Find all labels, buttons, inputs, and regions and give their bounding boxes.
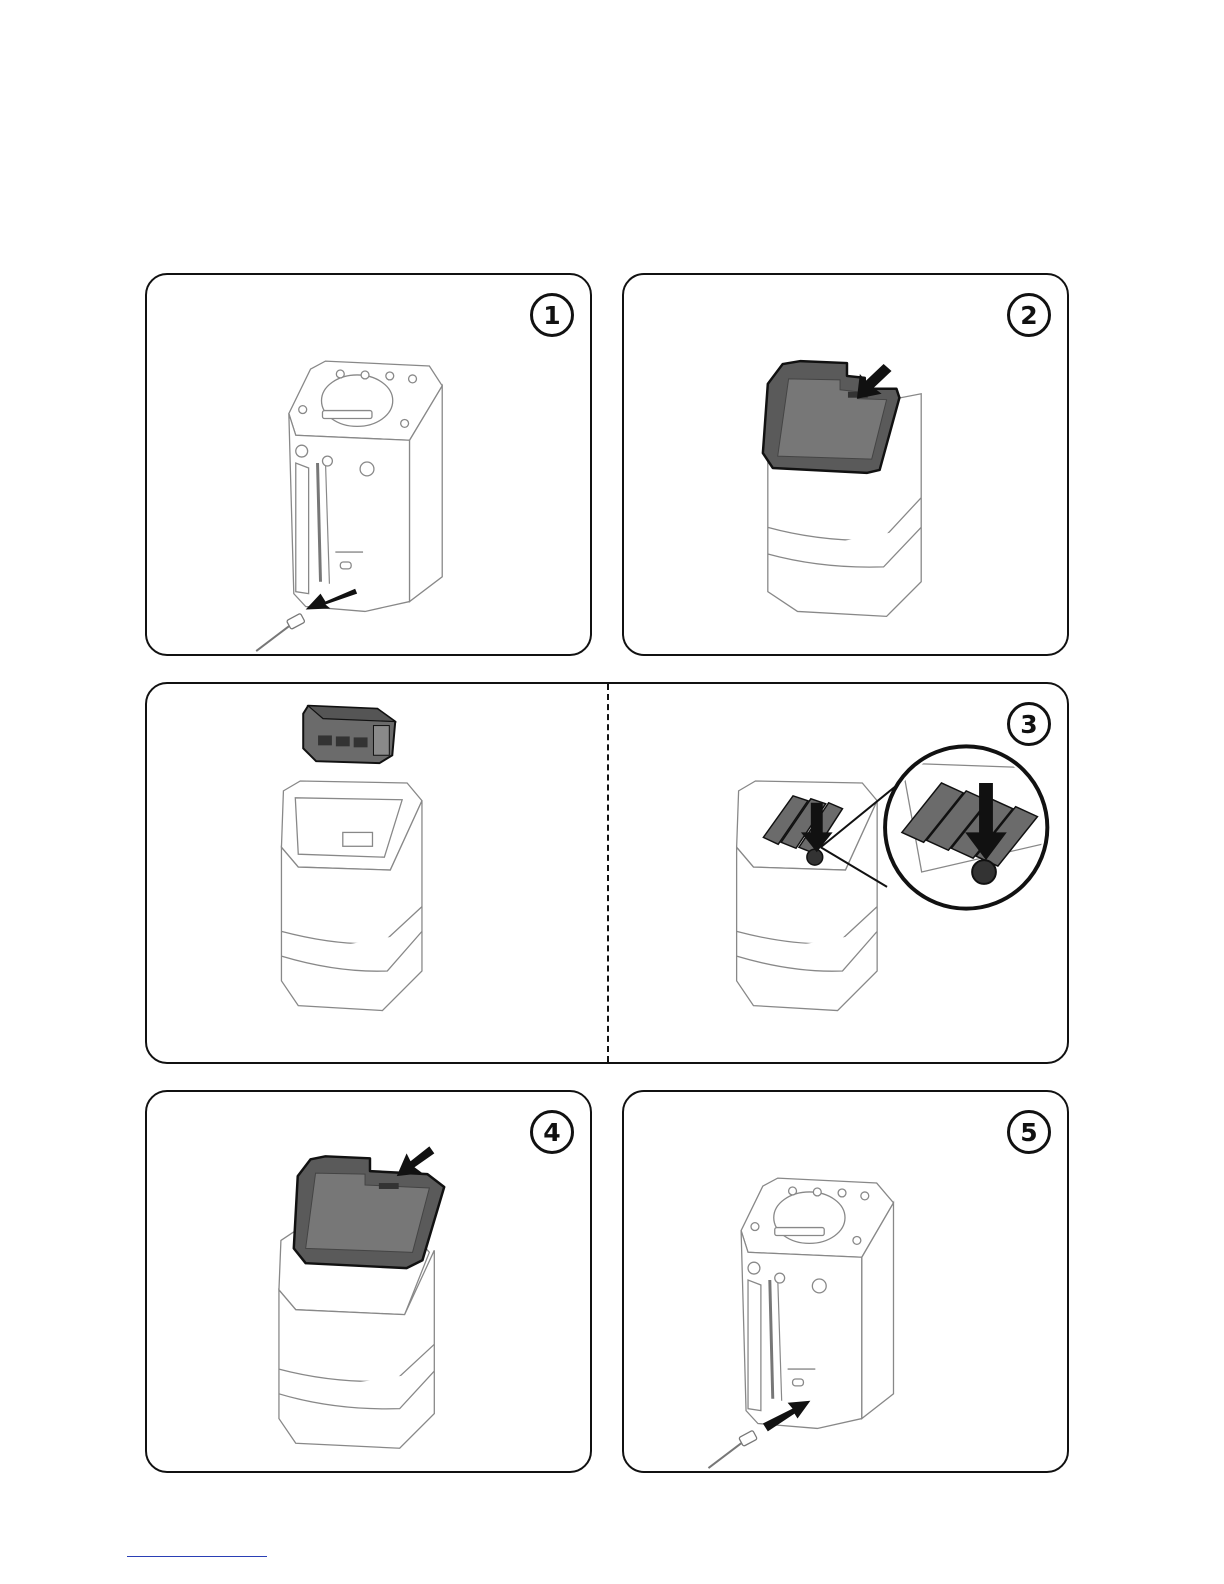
step-5-panel: 5 xyxy=(622,1090,1069,1473)
step-4-illustration xyxy=(147,1092,590,1471)
step-2-badge: 2 xyxy=(1007,293,1051,337)
footer-rule xyxy=(127,1556,267,1557)
radio-device-icon xyxy=(289,361,442,611)
step-3-panel: 3 xyxy=(145,682,1069,1064)
step-2-panel: 2 xyxy=(622,273,1069,656)
step-3-badge: 3 xyxy=(1007,702,1051,746)
step-3-illustration xyxy=(147,684,1067,1062)
step-1-illustration xyxy=(147,275,590,654)
step-2-illustration xyxy=(624,275,1067,654)
step-4-panel: 4 xyxy=(145,1090,592,1473)
step-1-panel: 1 xyxy=(145,273,592,656)
step-5-badge: 5 xyxy=(1007,1110,1051,1154)
radio-device-icon xyxy=(741,1178,893,1428)
battery-pack-icon xyxy=(303,706,395,763)
device-open-icon xyxy=(281,781,422,1011)
usb-cable-icon xyxy=(256,613,305,651)
step-5-illustration xyxy=(624,1092,1067,1471)
usb-cable-icon xyxy=(708,1430,757,1468)
step-1-badge: 1 xyxy=(530,293,574,337)
step-4-badge: 4 xyxy=(530,1110,574,1154)
press-arrow-icon xyxy=(397,1146,435,1176)
